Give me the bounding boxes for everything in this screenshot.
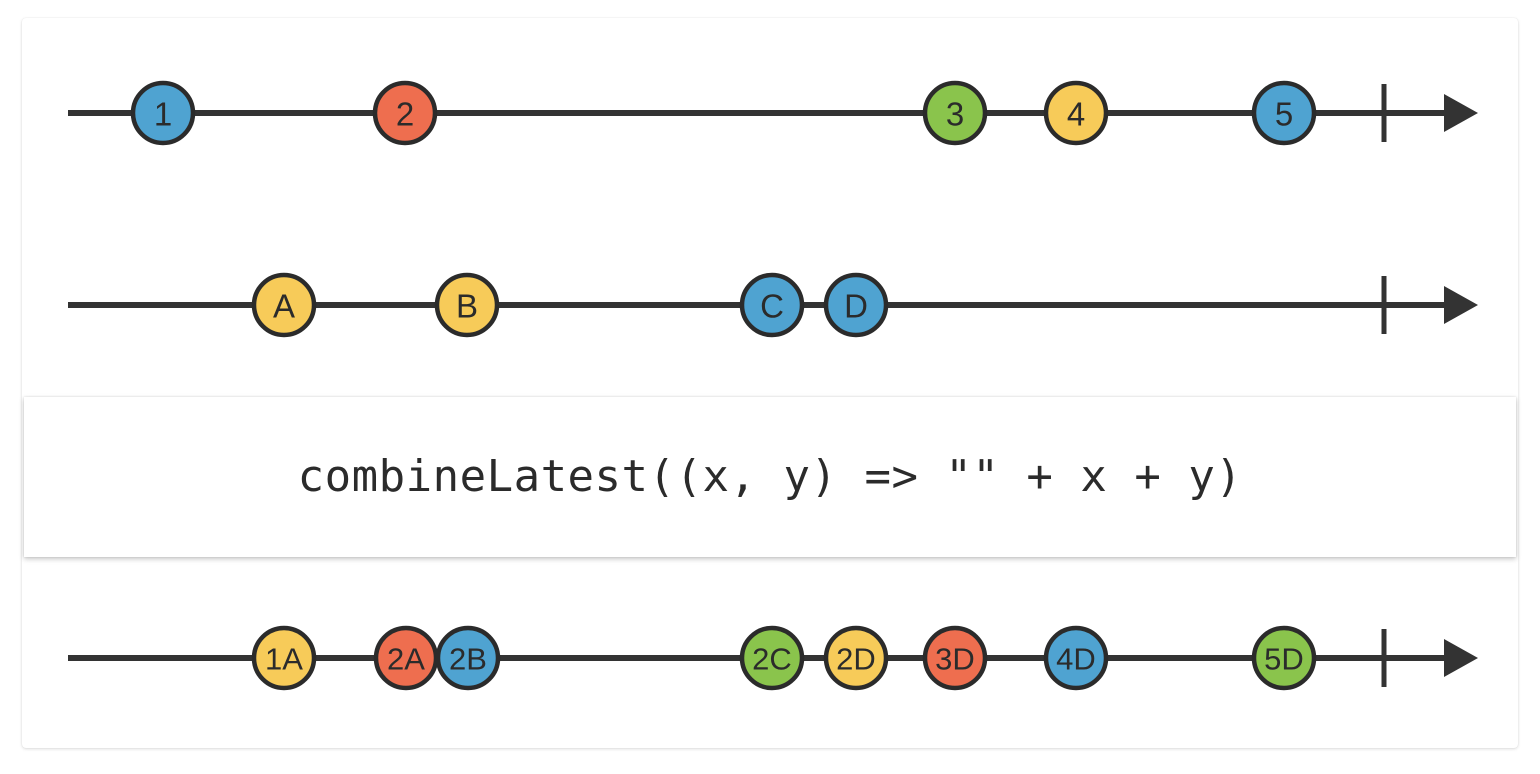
- marble-circle: [130, 80, 196, 146]
- marble[interactable]: 3D: [922, 625, 988, 691]
- marble[interactable]: A: [251, 272, 317, 338]
- marble-circle: [922, 80, 988, 146]
- marble-label: 2: [396, 96, 414, 133]
- marble-label: D: [844, 288, 868, 325]
- timeline-arrowhead-icon: [1444, 286, 1478, 324]
- marble-circle: [739, 272, 805, 338]
- marble[interactable]: 5: [1251, 80, 1317, 146]
- marble-label: C: [760, 288, 784, 325]
- operator-expression: combineLatest((x, y) => "" + x + y): [297, 451, 1243, 502]
- timeline-source-2-svg: A B C D: [68, 272, 1478, 338]
- marble[interactable]: 2A: [373, 625, 439, 691]
- marble[interactable]: 1A: [251, 625, 317, 691]
- marble-circle: [1043, 80, 1109, 146]
- marble[interactable]: 2B: [435, 625, 501, 691]
- marble-circle: [823, 272, 889, 338]
- marble-circle: [1043, 625, 1109, 691]
- marble-circle: [1251, 625, 1317, 691]
- marble[interactable]: C: [739, 272, 805, 338]
- timeline-source-2: A B C D: [0, 245, 1540, 365]
- marble-circle: [372, 80, 438, 146]
- marble-circle: [823, 625, 889, 691]
- marble-circle: [739, 625, 805, 691]
- marble[interactable]: 2D: [823, 625, 889, 691]
- marble-label: 4: [1067, 96, 1085, 133]
- marble[interactable]: B: [434, 272, 500, 338]
- timeline-source-1: 1 2 3 4 5: [0, 53, 1540, 173]
- marble-circle: [251, 272, 317, 338]
- timeline-source-1-svg: 1 2 3 4 5: [68, 80, 1478, 146]
- marble-circle: [922, 625, 988, 691]
- timeline-arrowhead-icon: [1444, 639, 1478, 677]
- marble[interactable]: 4D: [1043, 625, 1109, 691]
- marble-circle: [435, 625, 501, 691]
- timeline-arrowhead-icon: [1444, 94, 1478, 132]
- marble-label: 2B: [449, 642, 487, 677]
- marble[interactable]: 3: [922, 80, 988, 146]
- marble-circle: [434, 272, 500, 338]
- marble-label: 2D: [836, 642, 876, 677]
- marble-label: 4D: [1056, 642, 1096, 677]
- marble-label: A: [273, 288, 295, 325]
- marble[interactable]: 4: [1043, 80, 1109, 146]
- timeline-output-svg: 1A 2A 2B 2C 2D 3D 4D 5D: [68, 625, 1478, 691]
- operator-card: combineLatest((x, y) => "" + x + y): [24, 397, 1516, 557]
- marble-label: 5: [1275, 96, 1293, 133]
- marble[interactable]: 1: [130, 80, 196, 146]
- marble-label: 5D: [1264, 642, 1304, 677]
- marble[interactable]: 2C: [739, 625, 805, 691]
- marble-label: B: [456, 288, 478, 325]
- marble[interactable]: D: [823, 272, 889, 338]
- timeline-output: 1A 2A 2B 2C 2D 3D 4D 5D: [0, 598, 1540, 718]
- marble-circle: [1251, 80, 1317, 146]
- marble-label: 2A: [387, 642, 425, 677]
- marble-label: 1: [154, 96, 172, 133]
- marble-label: 2C: [752, 642, 792, 677]
- marble-label: 3D: [935, 642, 975, 677]
- marble[interactable]: 2: [372, 80, 438, 146]
- marble-label: 3: [946, 96, 964, 133]
- marble-circle: [251, 625, 317, 691]
- marble-label: 1A: [265, 642, 303, 677]
- marble[interactable]: 5D: [1251, 625, 1317, 691]
